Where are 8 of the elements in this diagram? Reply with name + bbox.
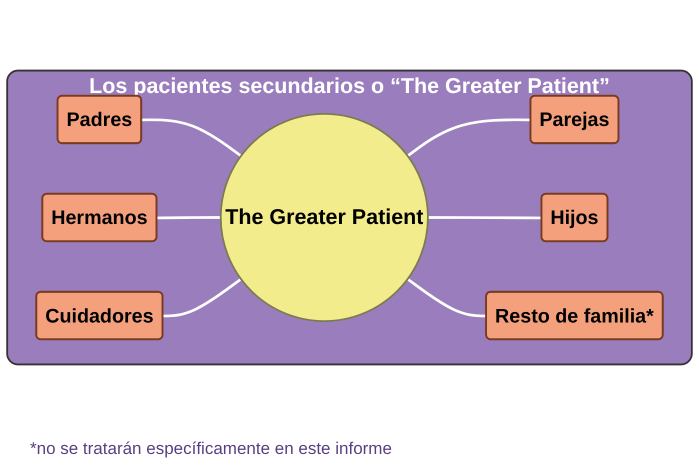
connector xyxy=(142,118,242,158)
connector xyxy=(156,216,221,220)
connector xyxy=(406,118,531,158)
connector xyxy=(162,278,242,318)
footnote: *no se tratarán específicamente en este informe xyxy=(30,439,392,459)
node-circle: The Greater Patient xyxy=(220,113,429,322)
connector xyxy=(406,278,487,318)
connector xyxy=(428,216,542,220)
